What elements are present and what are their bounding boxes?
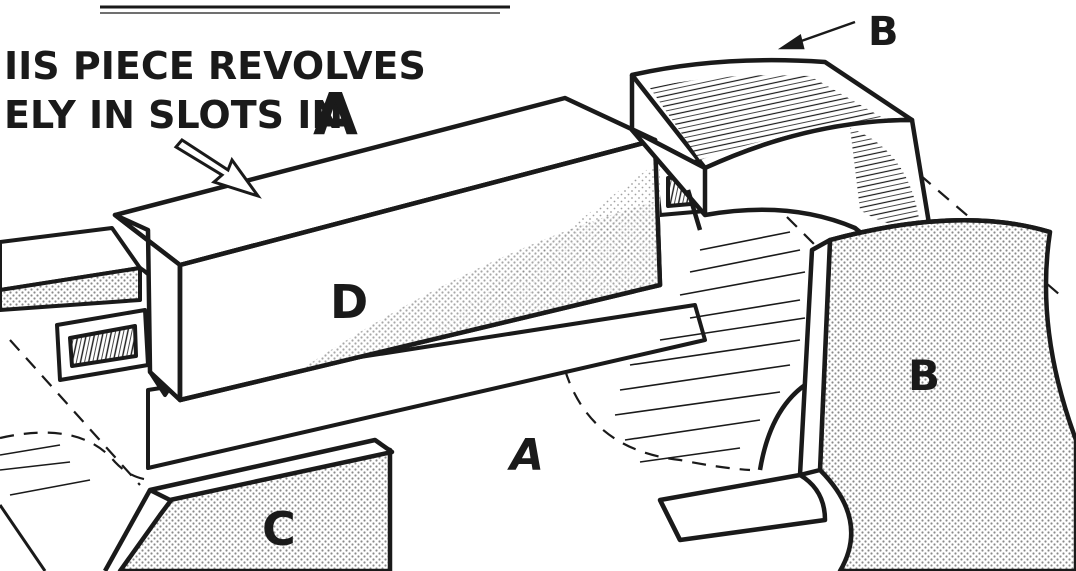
- caption-line-2: ELY IN SLOTS IN: [4, 93, 343, 137]
- piece-c-plate: [0, 437, 395, 571]
- label-b-top: B: [868, 9, 899, 55]
- piece-d-block: [112, 95, 663, 403]
- piece-b-top: [629, 57, 938, 263]
- b-leader-line: [777, 20, 856, 50]
- label-b-right: B: [908, 351, 940, 400]
- callout-arrow-to-d: [173, 138, 262, 199]
- label-c: C: [262, 502, 296, 556]
- caption-line-1: IIS PIECE REVOLVES: [4, 44, 426, 88]
- hatching-strokes: [0, 231, 806, 496]
- label-a: A: [507, 430, 544, 481]
- label-d: D: [330, 275, 368, 329]
- left-slot-fragment: [0, 226, 167, 382]
- piece-b-right: [657, 217, 1076, 571]
- top-rule-lines: [100, 5, 510, 14]
- caption-letter-a: A: [313, 80, 358, 148]
